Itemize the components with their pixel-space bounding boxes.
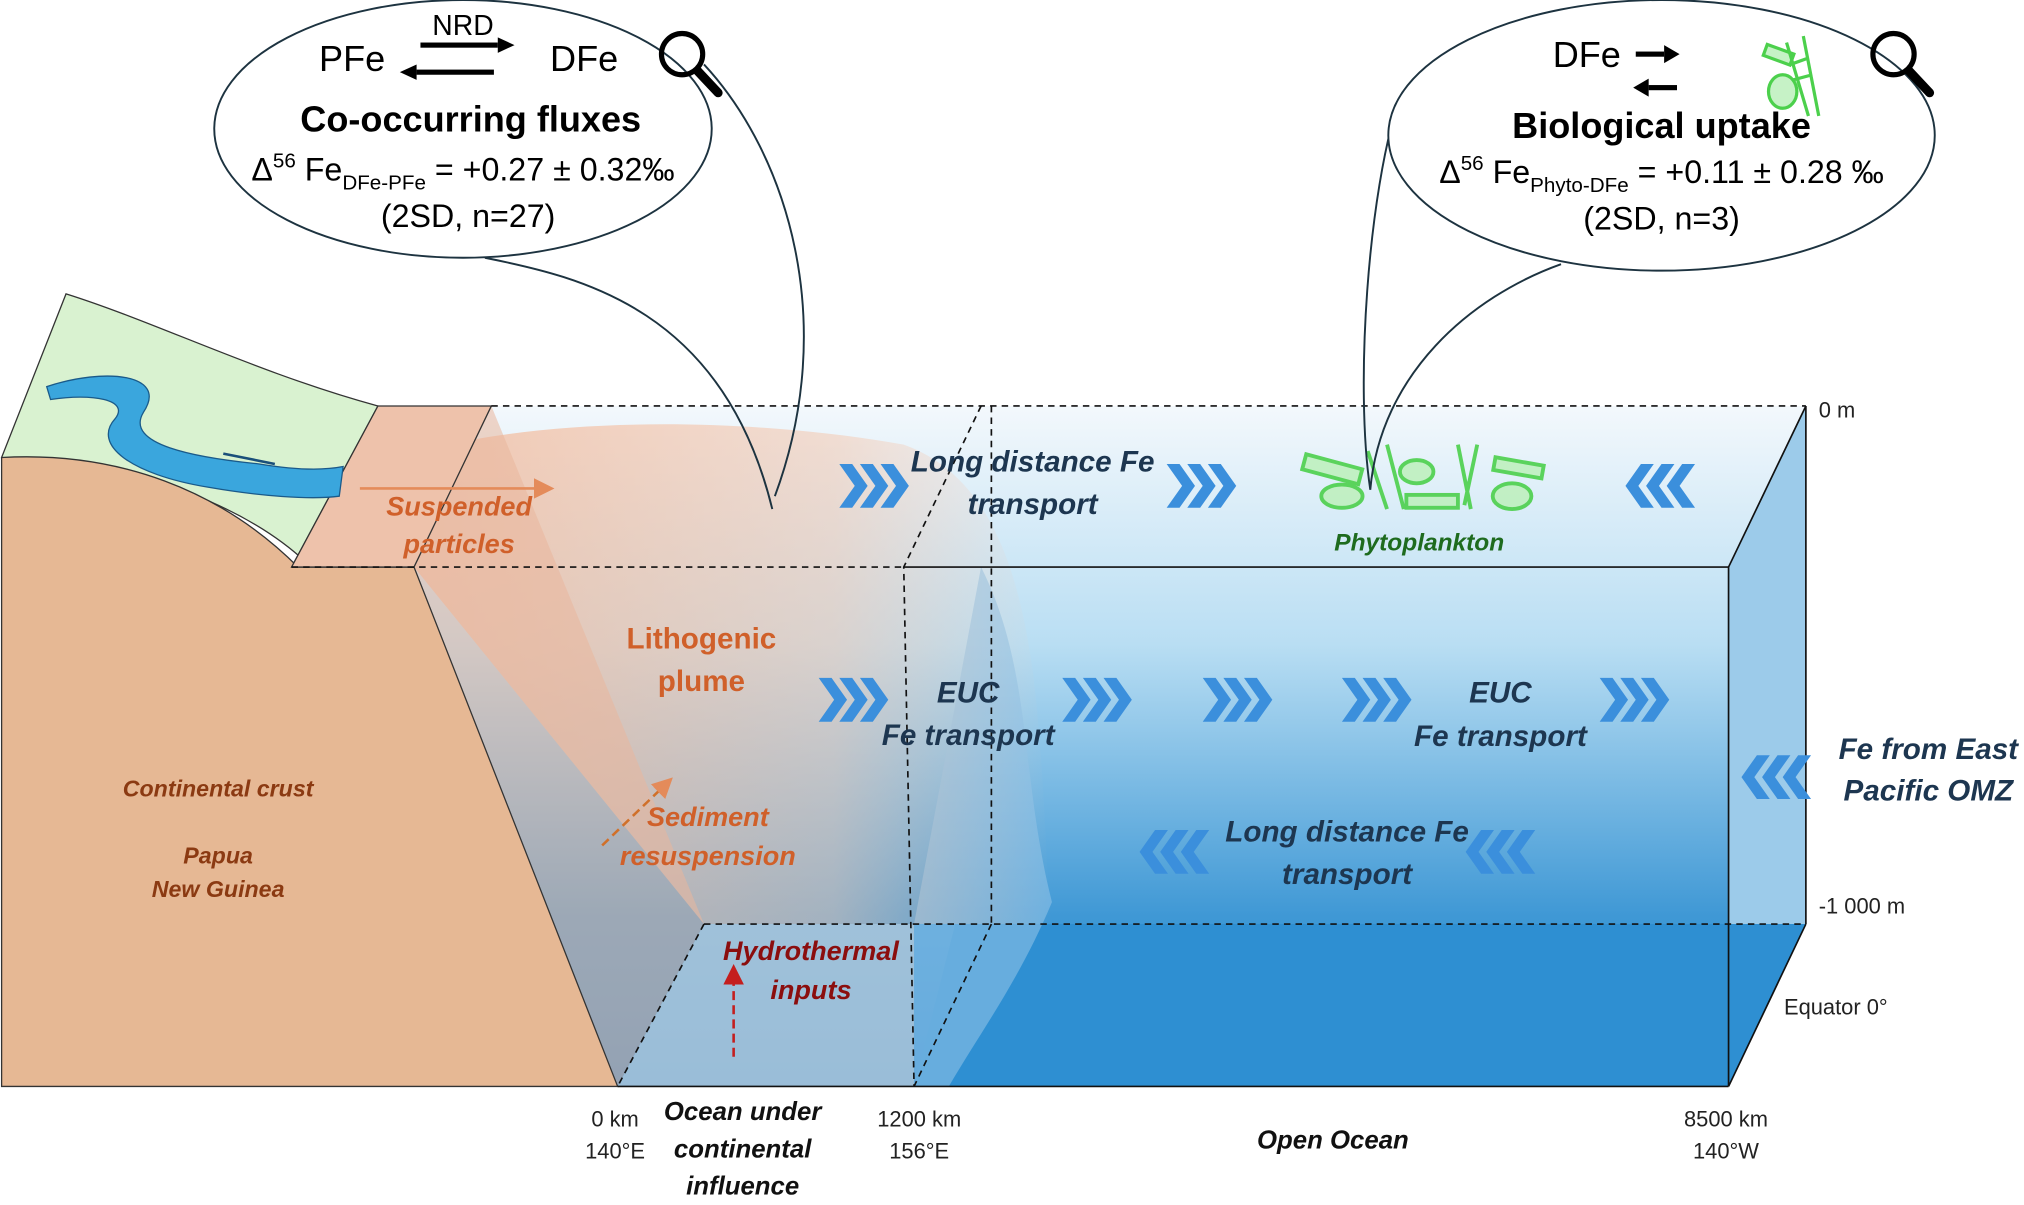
magnifier-icon xyxy=(658,30,723,98)
river xyxy=(45,375,344,499)
dfe-label: DFe xyxy=(550,38,618,79)
depth-bottom-label: -1 000 m xyxy=(1819,894,1905,919)
continental-crust-label: Continental crust xyxy=(123,775,315,801)
delta-fe-dfe-pfe: Δ56 FeDFe-PFe = +0.27 ± 0.32‰ xyxy=(251,150,674,195)
nrd-label: NRD xyxy=(432,10,493,42)
biological-uptake-title: Biological uptake xyxy=(1512,105,1811,146)
continental-slope xyxy=(414,405,704,1087)
magnifier-icon xyxy=(1870,30,1935,98)
exchange-arrows-icon xyxy=(399,37,515,80)
stats-left: (2SD, n=27) xyxy=(381,198,556,234)
phytoplankton-label: Phytoplankton xyxy=(1334,529,1504,556)
deep-layer xyxy=(914,924,1806,1087)
phytoplankton-icon xyxy=(1761,35,1821,117)
phytoplankton-icon xyxy=(1299,444,1546,511)
biological-uptake-callout: DFe Biological uptake Δ56 FePhyto-DFe = … xyxy=(1387,0,1936,272)
box-outline xyxy=(291,405,1807,1088)
depth-top-label: 0 m xyxy=(1819,398,1856,423)
equator-label: Equator 0° xyxy=(1784,994,1888,1019)
slope-floor xyxy=(617,924,915,1087)
dfe-label-right: DFe xyxy=(1553,34,1621,75)
stats-right: (2SD, n=3) xyxy=(1583,200,1740,236)
co-occurring-fluxes-callout: PFe DFe NRD Co-occurring fluxes Δ56 FeDF… xyxy=(213,0,723,259)
pfe-label: PFe xyxy=(319,38,385,79)
delta-fe-phyto-dfe: Δ56 FePhyto-DFe = +0.11 ± 0.28 ‰ xyxy=(1439,152,1884,197)
left-callout-tail xyxy=(484,63,805,510)
exchange-arrows-icon xyxy=(1633,45,1680,97)
sediment-arrow xyxy=(601,777,673,847)
river-flow-arrow xyxy=(223,452,276,466)
land-mass xyxy=(0,293,619,1088)
zone-open-ocean-label: Open Ocean xyxy=(1257,1126,1409,1154)
co-occurring-fluxes-title: Co-occurring fluxes xyxy=(300,98,641,139)
